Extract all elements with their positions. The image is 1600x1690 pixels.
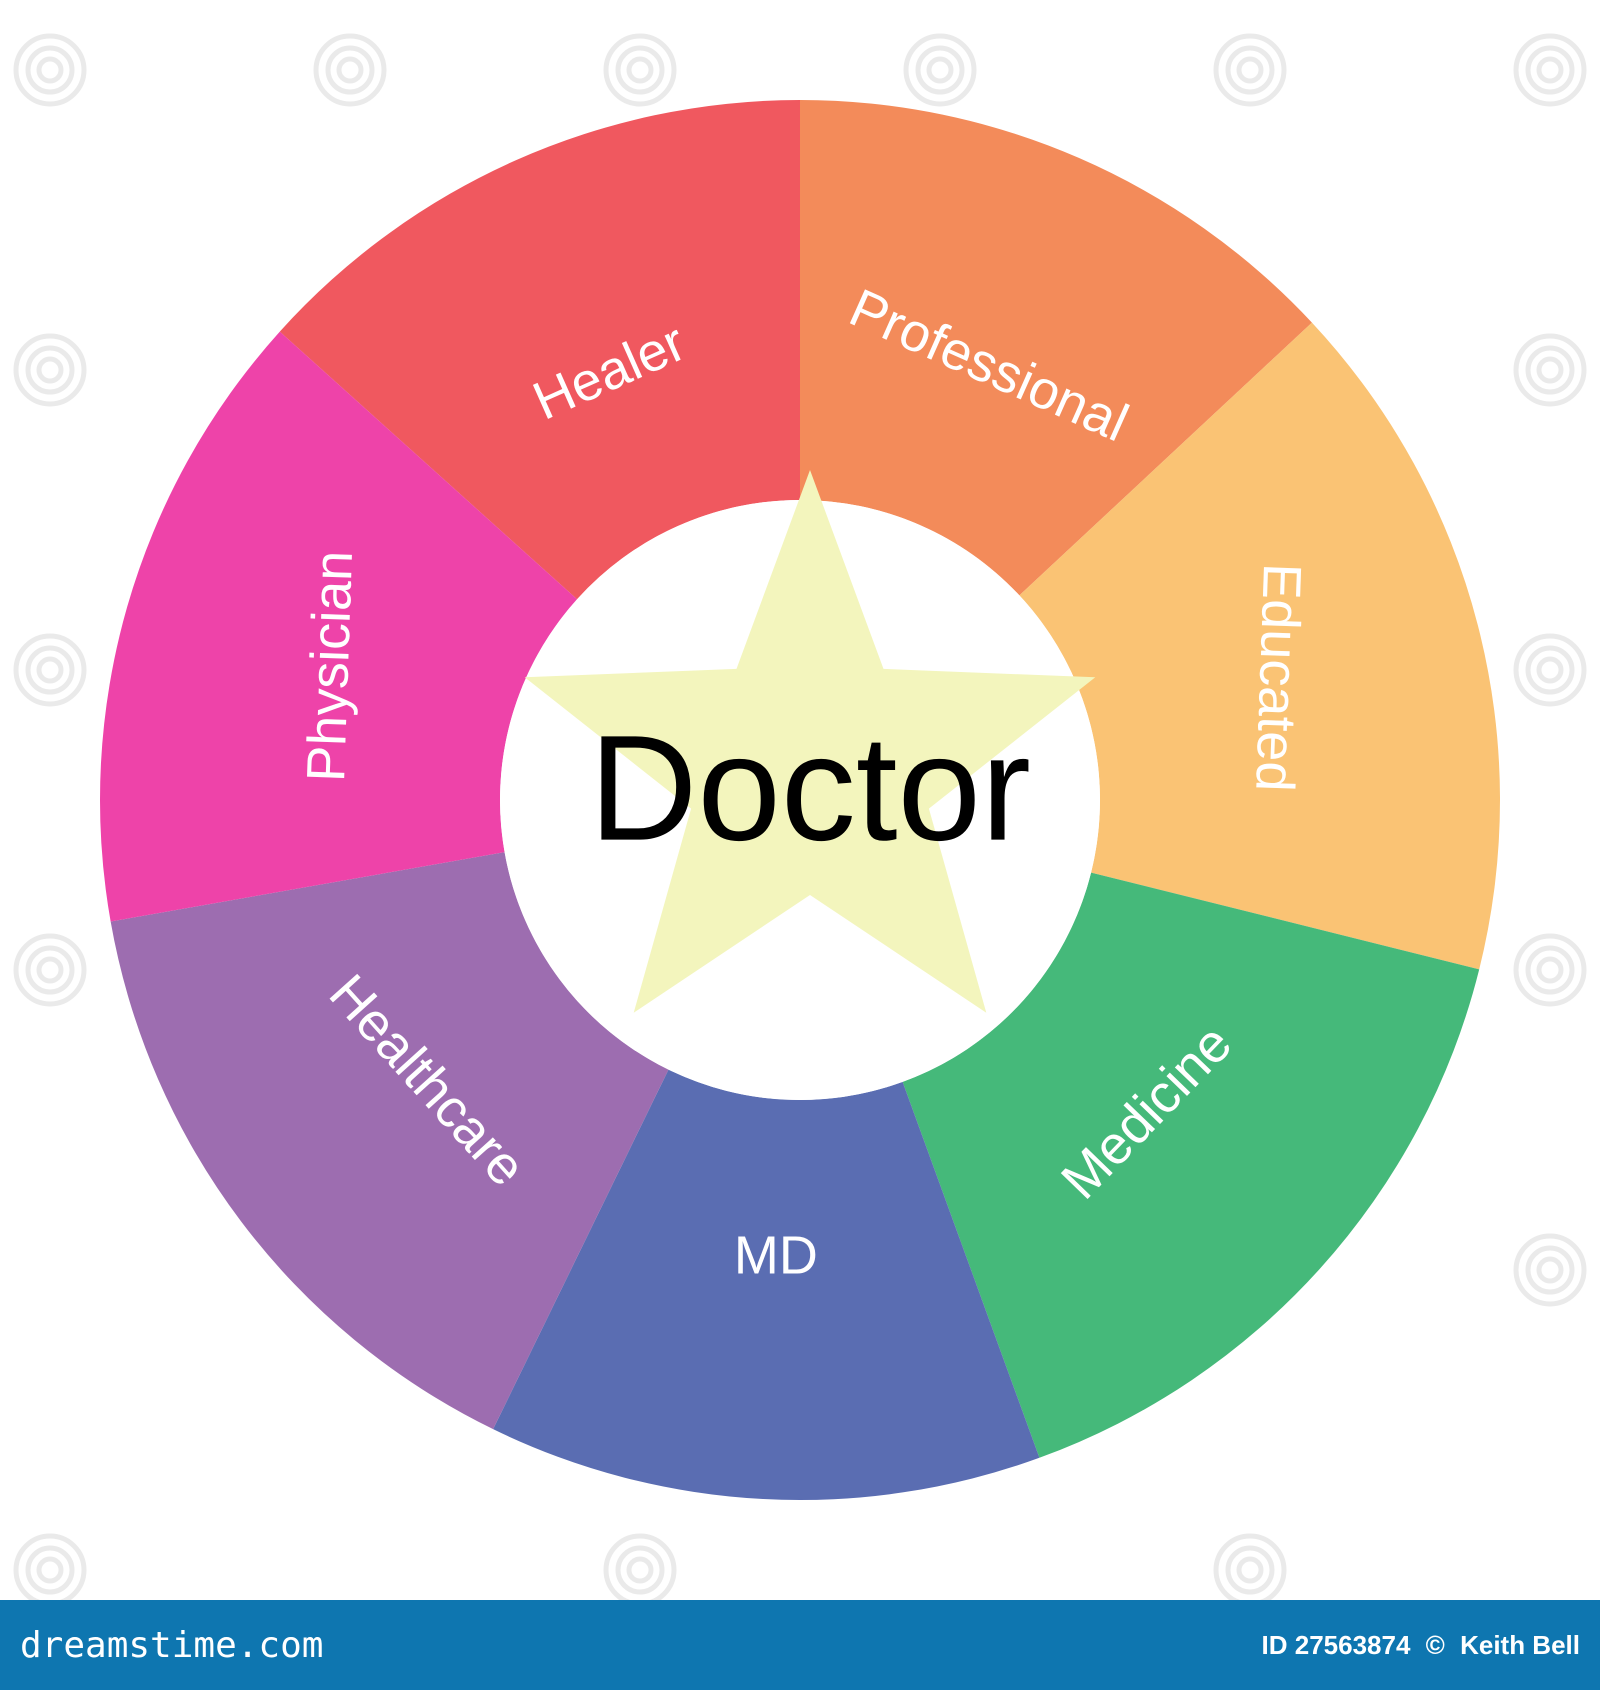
segment-label-md: MD — [734, 1226, 818, 1286]
segment-educated — [1019, 322, 1501, 970]
watermark-swirl-icon — [1513, 933, 1587, 1007]
image-id: ID 27563874 — [1261, 1629, 1411, 1660]
segment-physician — [99, 331, 578, 922]
center-title: Doctor — [589, 704, 1031, 872]
watermark-swirl-icon — [13, 1533, 87, 1600]
watermark-swirl-icon — [603, 33, 677, 107]
star-icon — [524, 470, 1096, 1013]
segment-healthcare — [110, 852, 669, 1430]
watermark-swirl-icon — [1513, 1233, 1587, 1307]
watermark-swirl-icon — [1213, 1533, 1287, 1600]
watermark-swirl-icon — [903, 33, 977, 107]
watermark-swirl-icon — [13, 333, 87, 407]
watermark-swirl-icon — [1213, 33, 1287, 107]
watermark-swirl-icon — [603, 1533, 677, 1600]
watermark-swirl-icon — [1513, 333, 1587, 407]
watermark-swirl-icon — [1513, 633, 1587, 707]
segment-healer — [279, 99, 801, 600]
footer-bar: dreamstime.com ID 27563874 © Keith Bell — [0, 1600, 1600, 1690]
watermark-swirl-icon — [13, 33, 87, 107]
watermark-swirl-icon — [313, 33, 387, 107]
segment-ring — [99, 99, 1501, 1500]
segment-professional — [800, 100, 1312, 596]
author-name: Keith Bell — [1460, 1629, 1580, 1660]
copyright-symbol-icon: © — [1425, 1629, 1445, 1660]
watermark-swirl-icon — [13, 933, 87, 1007]
watermark-swirl-icon — [1513, 33, 1587, 107]
segment-label-educated: Educated — [1244, 562, 1312, 792]
footer-credit: ID 27563874 © Keith Bell — [1254, 1630, 1580, 1661]
segment-md — [493, 1069, 1040, 1500]
segment-label-physician: Physician — [296, 550, 364, 783]
segment-medicine — [902, 872, 1480, 1458]
footer-brand: dreamstime.com — [20, 1624, 324, 1666]
watermark-swirl-icon — [13, 633, 87, 707]
